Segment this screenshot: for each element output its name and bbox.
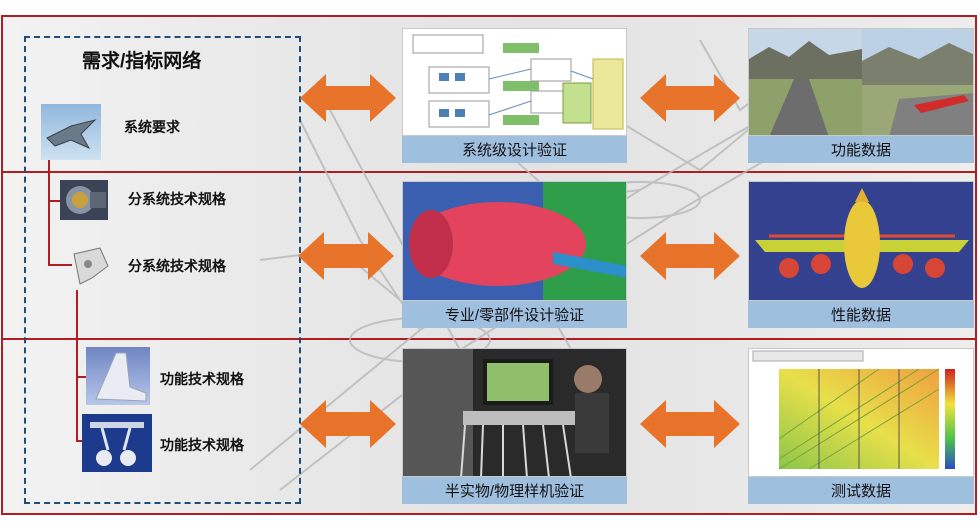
tree-connector	[76, 290, 78, 440]
landing-gear-part-icon	[70, 244, 112, 288]
engine-nacelle-mesh-image	[402, 181, 627, 301]
tree-connector	[48, 200, 62, 202]
landing-gear-icon	[82, 414, 152, 472]
tree-connector	[76, 376, 90, 378]
item-label: 功能技术规格	[160, 437, 244, 453]
requirements-network-frame	[24, 36, 301, 504]
aircraft-cfd-image	[748, 181, 974, 301]
data-caption: 测试数据	[748, 477, 974, 504]
verification-caption: 专业/零部件设计验证	[402, 301, 627, 328]
double-arrow-icon	[640, 400, 740, 448]
double-arrow-icon	[298, 232, 394, 280]
aircraft-tail-icon	[86, 347, 150, 405]
data-caption: 性能数据	[748, 301, 974, 328]
hardware-test-bench-image	[402, 348, 627, 477]
verification-caption: 半实物/物理样机验证	[402, 477, 627, 504]
fighter-jet-icon	[41, 104, 101, 160]
verification-caption: 系统级设计验证	[402, 136, 627, 163]
tree-connector	[48, 264, 72, 266]
flight-sim-runway-image	[748, 28, 974, 136]
item-label: 功能技术规格	[160, 371, 244, 387]
tree-connector	[48, 160, 50, 265]
double-arrow-icon	[640, 74, 740, 122]
double-arrow-icon	[300, 400, 396, 448]
item-label: 系统要求	[124, 119, 180, 135]
item-label: 分系统技术规格	[128, 191, 226, 207]
requirements-network-title: 需求/指标网络	[82, 51, 202, 72]
test-data-spectrogram-image	[748, 348, 974, 477]
double-arrow-icon	[300, 74, 396, 122]
system-level-diagram-image	[402, 28, 627, 136]
double-arrow-icon	[640, 232, 740, 280]
data-caption: 功能数据	[748, 136, 974, 163]
jet-engine-icon	[60, 180, 108, 220]
item-label: 分系统技术规格	[128, 258, 226, 274]
